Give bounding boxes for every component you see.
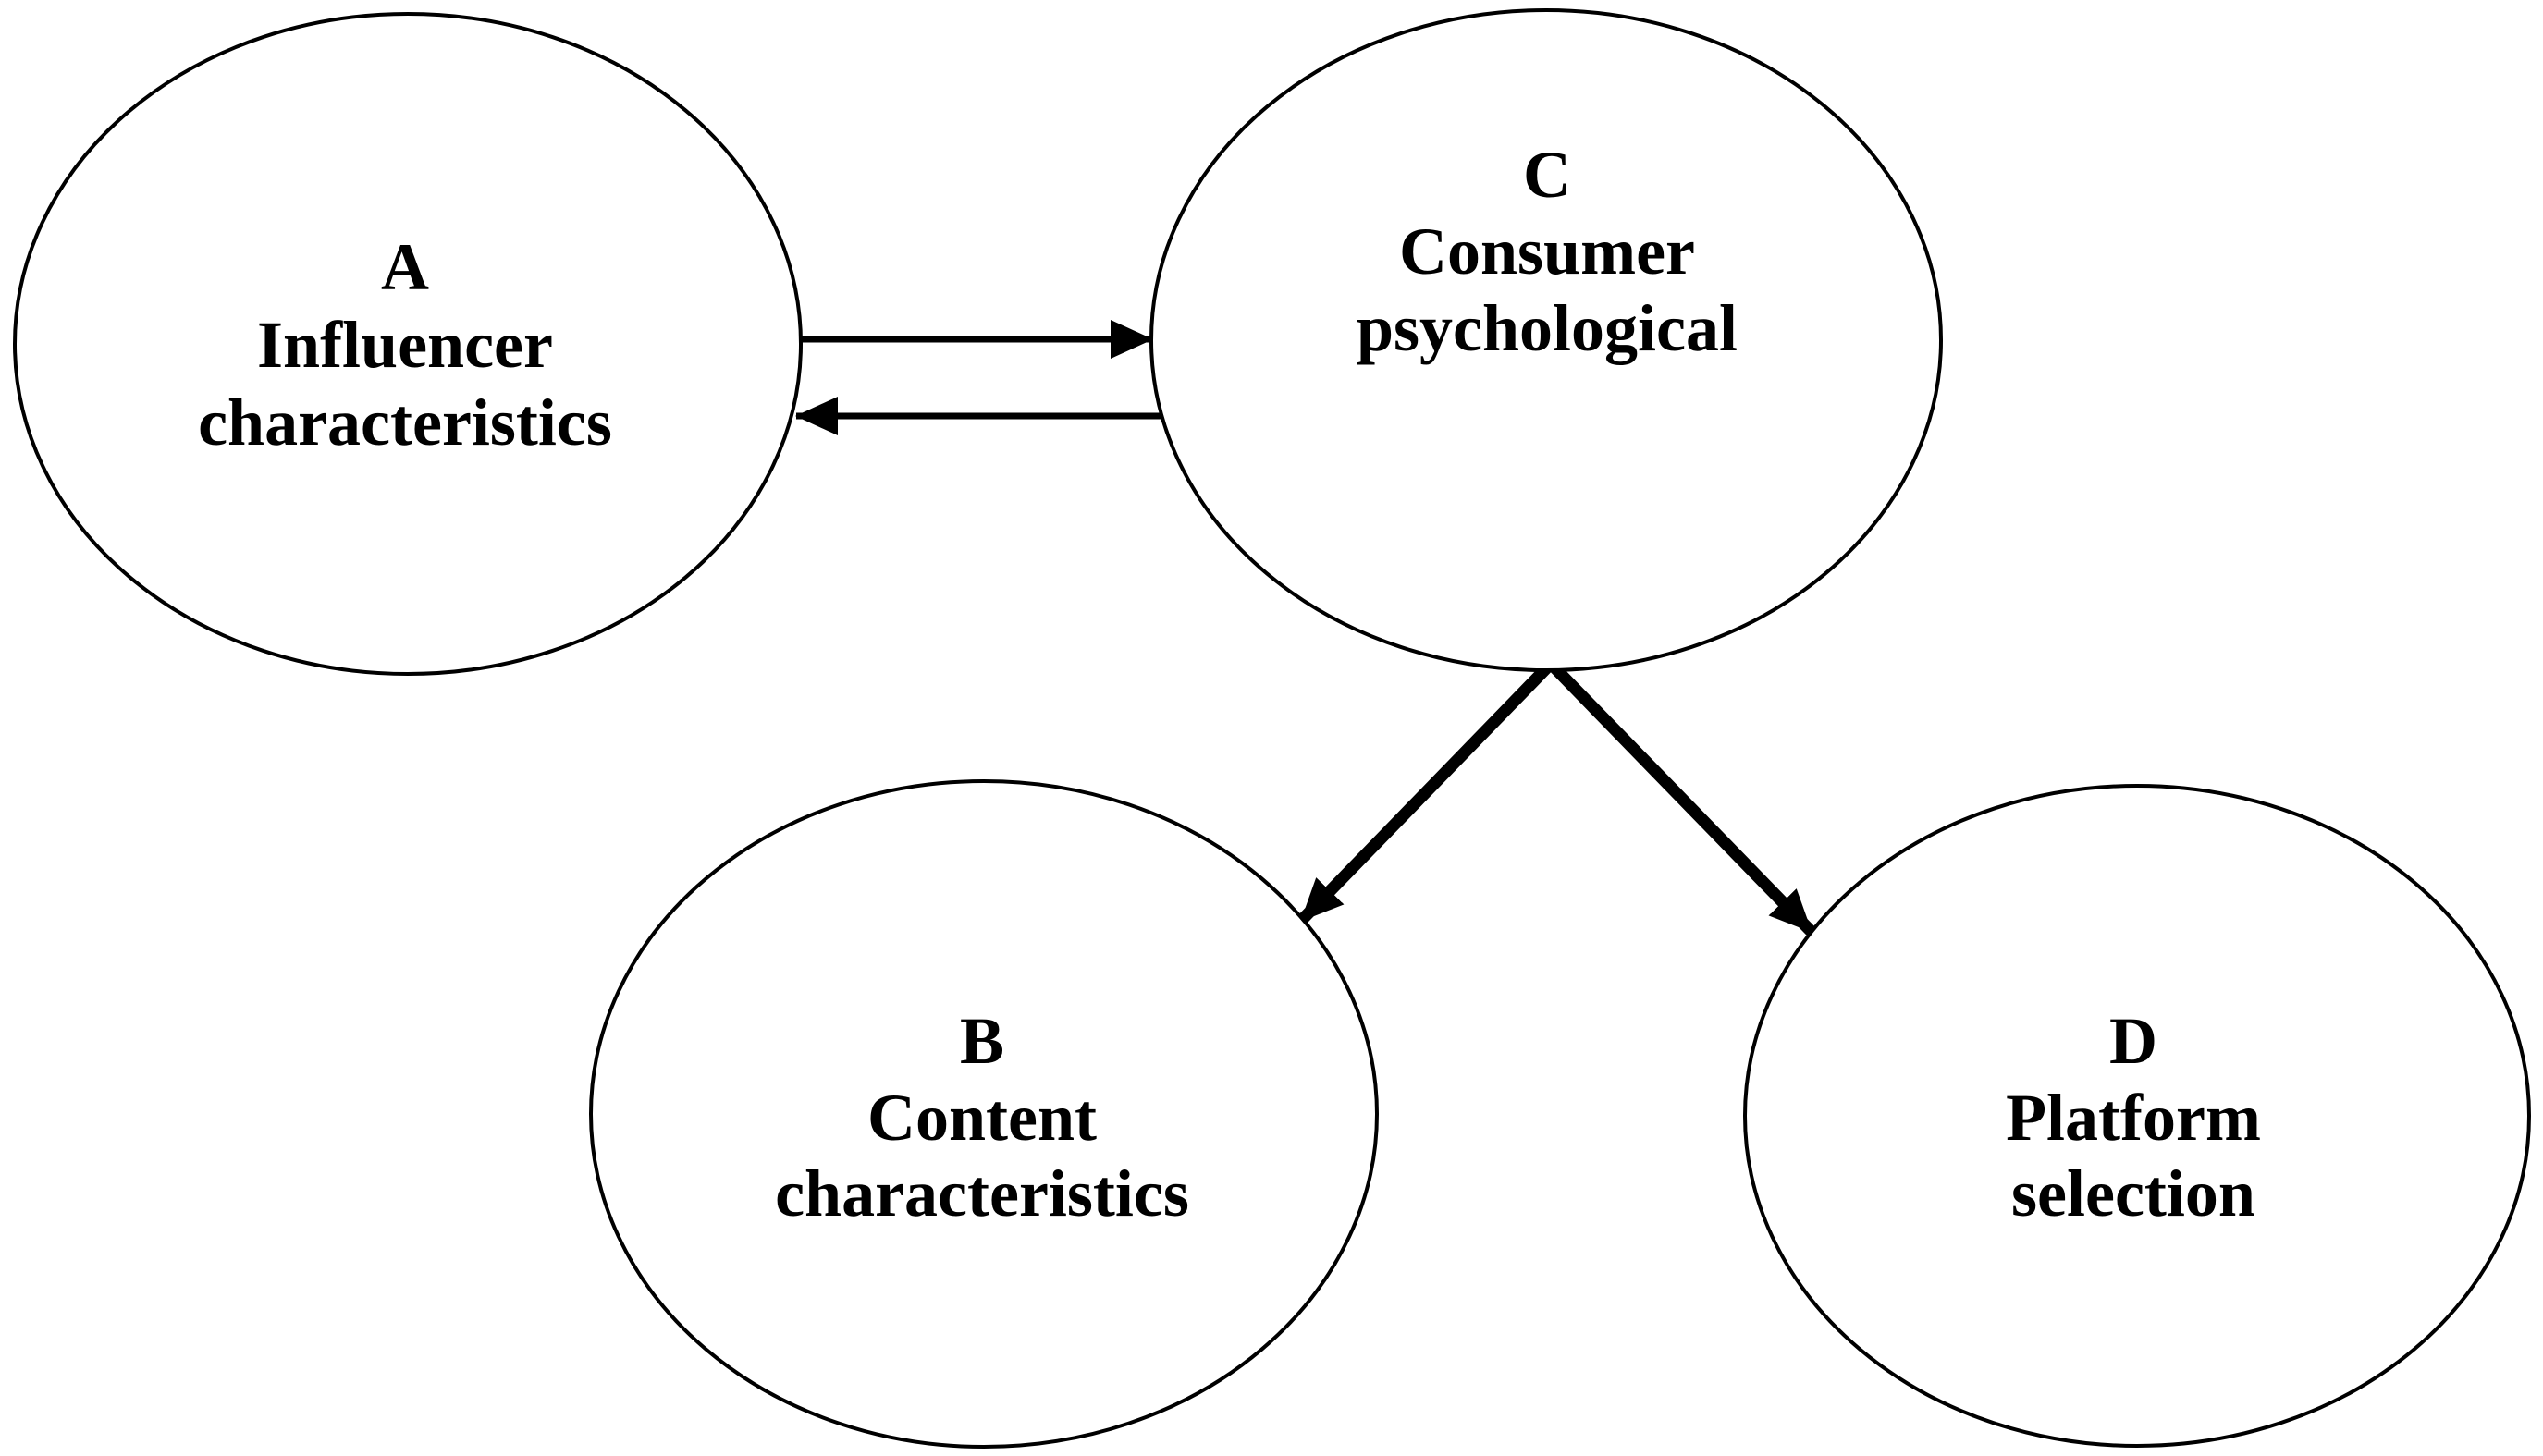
node-d-label-line-1: Platform [2006, 1081, 2261, 1155]
node-a-label-line-1: Influencer [257, 308, 553, 382]
edge-c-to-b [1296, 659, 1555, 925]
node-b-label-line-2: characteristics [775, 1156, 1189, 1230]
node-d-letter: D [2109, 1004, 2157, 1078]
node-c-letter: C [1523, 138, 1571, 212]
node-platform-selection: D Platform selection [1743, 784, 2531, 1448]
node-b-label-line-1: Content [867, 1081, 1097, 1155]
node-content-characteristics: B Content characteristics [589, 779, 1379, 1449]
node-c-label-line-1: Consumer [1399, 214, 1695, 288]
node-a-label-line-2: characteristics [198, 385, 612, 459]
node-influencer-characteristics: A Influencer characteristics [13, 12, 803, 676]
node-c-ellipse [1149, 8, 1943, 672]
node-a-letter: A [381, 230, 429, 304]
edge-c-to-d [1546, 659, 1816, 936]
node-consumer-psychological: C Consumer psychological [1149, 8, 1943, 672]
edge-c-to-d-arrow [1546, 659, 1816, 936]
edge-c-to-b-arrow [1296, 659, 1555, 925]
node-c-label-line-2: psychological [1357, 291, 1738, 365]
node-d-ellipse [1743, 784, 2531, 1448]
node-a-ellipse [13, 12, 803, 676]
node-b-ellipse [589, 779, 1379, 1449]
node-b-letter: B [960, 1004, 1004, 1078]
node-d-label-line-2: selection [2011, 1156, 2255, 1230]
